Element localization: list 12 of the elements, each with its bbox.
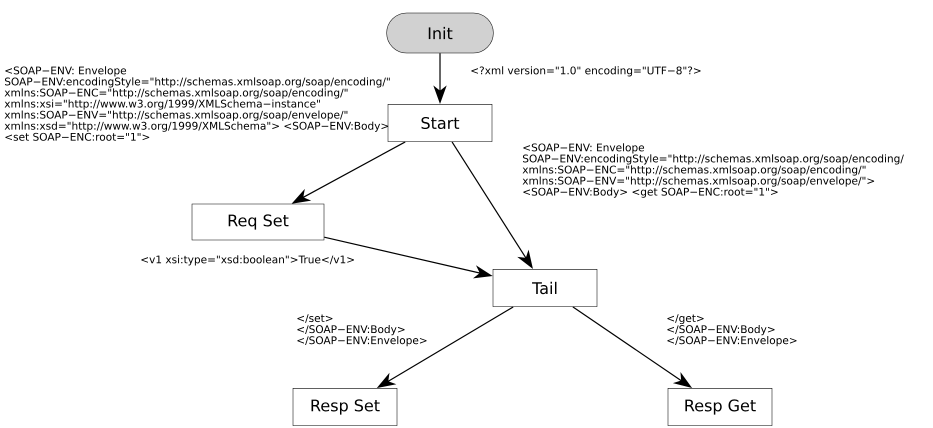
edge-label: </get> </SOAP−ENV:Body> </SOAP−ENV:Envelope> (667, 314, 797, 346)
state-box: Req Set (192, 204, 324, 240)
start-terminal: Init (386, 12, 494, 54)
state-box: Resp Get (668, 388, 772, 426)
edge-label: <v1 xsi:type="xsd:boolean">True</v1> (141, 255, 354, 266)
edge-label: <SOAP−ENV: Envelope SOAP−ENV:encodingStyle="http://schemas.xmlsoap.org/soap/encoding/" xmlns:SOAP−ENC="http://schemas.xmlsoap.org/soap/encoding/" xmlns:xsi="http://www.w3.org/1999/XMLSchema−instance" xmlns:SOAP−ENV="http://schemas.xmlsoap.org/soap/envelope/" xmlns:xsd="http://www.w3.org/1999/XMLSchema"> <SOAP−ENV:Body> <set SOAP−ENC:root="1"> (4, 66, 390, 141)
state-box: Start (388, 104, 492, 142)
edge-label: <?xml version="1.0" encoding="UTF−8"?> (471, 66, 701, 76)
edge-label: <SOAP−ENV: Envelope SOAP−ENV:encodingStyle="http://schemas.xmlsoap.org/soap/encoding/ xmlns:SOAP−ENC="http://schemas.xmlsoap.org/soap/encoding/" xmlns:SOAP−ENV="http://schemas.xmlsoap.org/soap/envelope/"> <SOAP−ENV:Body> <get SOAP−ENC:root="1"> (522, 143, 904, 198)
state-box: Resp Set (292, 388, 398, 426)
state-box: Tail (492, 269, 598, 307)
edge-label: </set> </SOAP−ENV:Body> </SOAP−ENV:Envelope> (297, 314, 427, 346)
